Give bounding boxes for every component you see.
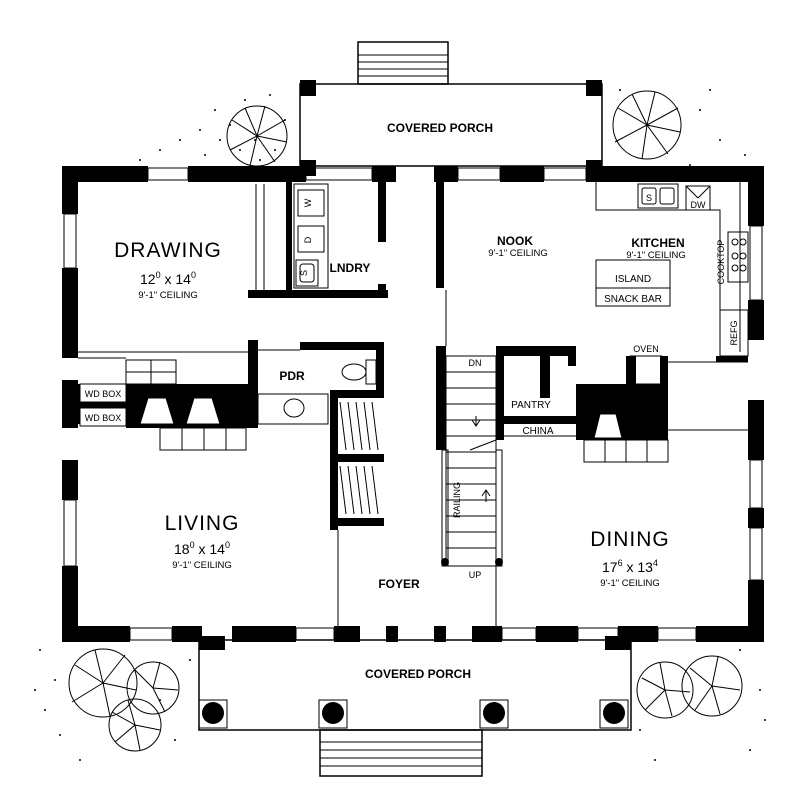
pantry-label: PANTRY [511,400,551,411]
shrub-bottom-right [636,655,743,719]
dining-dimensions: 176 x 134 [602,558,658,575]
drawing-ceiling: 9'-1" CEILING [138,290,198,301]
laundry-sink-label: S [299,270,309,276]
dishwasher-label: DW [691,200,706,210]
nook-label: NOOK [497,234,533,248]
landscape-stipple [34,89,766,761]
cooktop-label: COOKTOP [716,240,726,285]
powder-fixtures [257,359,377,425]
covered-porch-top-label: COVERED PORCH [387,121,493,135]
windows [63,167,763,641]
oven-label: OVEN [633,344,659,354]
drawing-label: DRAWING [114,239,222,262]
snack-bar-label: SNACK BAR [604,294,662,305]
wood-box-upper [79,383,127,403]
interior-walls [78,182,748,530]
washer-label: W [303,198,313,207]
powder-label: PDR [279,369,305,383]
dining-label: DINING [590,528,670,551]
kitchen-counters [595,182,749,431]
stair-railing [441,449,503,567]
shrub-bottom-left [68,648,180,752]
living-ceiling: 9'-1" CEILING [172,560,232,571]
exterior-walls [62,166,764,642]
island-label: ISLAND [615,274,651,285]
laundry-fixtures [255,183,329,290]
shrub-top-right [612,90,682,160]
kitchen-sink-label: S [646,193,652,203]
living-dimensions: 180 x 140 [174,540,230,557]
wood-box-lower [79,407,127,427]
laundry-label: LNDRY [330,261,371,275]
dining-ceiling: 9'-1" CEILING [600,578,660,589]
shrub-top-left [226,105,288,167]
kitchen-ceiling: 9'-1" CEILING [626,250,686,261]
dryer-label: D [303,236,313,243]
railing-label: RAILING [452,482,462,518]
bottom-porch [198,636,632,777]
wood-box-upper-label: WD BOX [85,389,122,399]
fireplace [125,359,669,463]
living-label: LIVING [165,512,240,535]
staircase [445,355,497,567]
stairs-up-label: UP [469,570,482,580]
china-label: CHINA [522,426,553,437]
refrigerator-label: REFG [729,320,739,345]
closet-hatch [339,401,379,515]
nook-ceiling: 9'-1" CEILING [488,248,548,259]
top-porch [299,41,603,176]
partitions [78,290,576,626]
kitchen-label: KITCHEN [631,236,684,250]
stairs-down-label: DN [469,358,482,368]
wood-box-lower-label: WD BOX [85,413,122,423]
foyer-label: FOYER [378,577,420,591]
drawing-dimensions: 120 x 140 [140,270,196,287]
covered-porch-bottom-label: COVERED PORCH [365,667,471,681]
